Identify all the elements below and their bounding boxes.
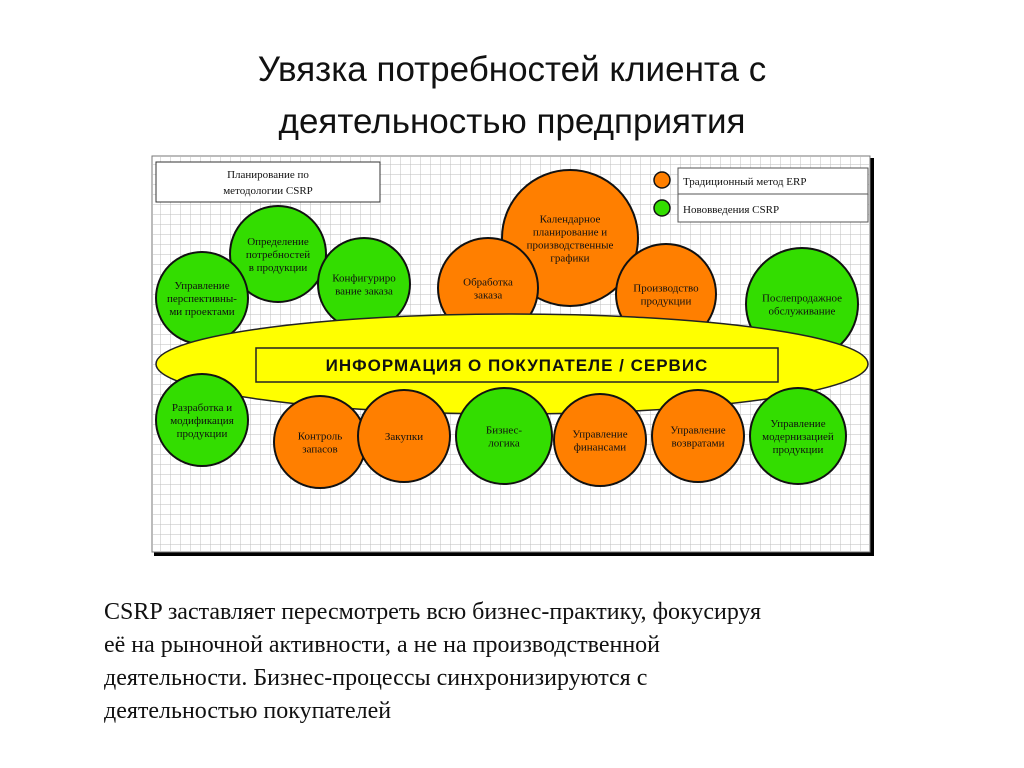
process-node-label: финансами: [574, 442, 627, 454]
process-node-label: Управление: [770, 418, 825, 430]
legend-label-traditional: Традиционный метод ERP: [683, 176, 806, 188]
header-box: Планирование по методологии CSRP: [155, 161, 381, 203]
process-node-label: возвратами: [672, 438, 725, 450]
process-node-label: Послепродажное: [762, 293, 842, 305]
caption-line: деятельности. Бизнес-процессы синхронизи…: [104, 665, 648, 691]
process-node-label: Производство: [633, 283, 699, 295]
process-node-label: графики: [550, 253, 589, 265]
process-node-label: модернизацией: [762, 431, 834, 443]
process-node-label: обслуживание: [769, 306, 836, 318]
process-node-label: ми проектами: [169, 306, 234, 318]
process-node-label: в продукции: [249, 262, 308, 274]
process-node-label: производственные: [527, 240, 614, 252]
slide-title: Увязка потребностей клиента с деятельнос…: [0, 44, 1024, 148]
process-node-label: Управление: [174, 280, 229, 292]
legend-label-new: Нововведения CSRP: [683, 204, 779, 216]
process-node-label: продукции: [773, 444, 824, 456]
process-node-label: Контроль: [298, 431, 342, 443]
process-node-label: продукции: [641, 296, 692, 308]
process-node-label: заказа: [474, 290, 503, 302]
process-node-circle: [553, 393, 647, 487]
process-node-label: Обработка: [463, 277, 513, 289]
process-node-label: модификация: [170, 415, 234, 427]
header-box-line: методологии CSRP: [223, 185, 313, 197]
slide-title-line: Увязка потребностей клиента с: [257, 50, 767, 89]
legend-swatch-new: [653, 199, 671, 217]
process-node-purchasing: Закупки: [357, 389, 451, 483]
customer-info-banner: ИНФОРМАЦИЯ О ПОКУПАТЕЛЕ / СЕРВИС: [155, 313, 869, 415]
process-node-label: вание заказа: [335, 286, 393, 298]
process-node-label: Календарное: [540, 214, 601, 226]
legend: Традиционный метод ERP Нововведения CSRP: [653, 167, 869, 223]
header-box-line: Планирование по: [227, 169, 309, 181]
slide-title-line: деятельностью предприятия: [278, 102, 746, 141]
process-node-label: потребностей: [246, 249, 310, 261]
process-node-circle: [455, 387, 553, 485]
banner-text: ИНФОРМАЦИЯ О ПОКУПАТЕЛЕ / СЕРВИС: [326, 356, 709, 375]
csrp-diagram: Планирование по методологии CSRP Традици…: [150, 154, 876, 558]
process-node-circle: [651, 389, 745, 483]
process-node-label: Управление: [572, 429, 627, 441]
process-node-circle: [155, 373, 249, 467]
legend-swatch-traditional: [653, 171, 671, 189]
process-node-circle: [229, 205, 327, 303]
process-node-label: Конфигуриро: [332, 273, 396, 285]
caption-line: её на рыночной активности, а не на произ…: [104, 632, 661, 658]
process-node-label: Закупки: [385, 431, 423, 443]
process-node-label: перспективны-: [167, 293, 237, 305]
process-node-label: планирование и: [533, 227, 607, 239]
process-node-label: логика: [488, 438, 520, 450]
caption-line: деятельностью покупателей: [104, 698, 392, 724]
caption-line: CSRP заставляет пересмотреть всю бизнес-…: [104, 599, 761, 625]
slide-caption: CSRP заставляет пересмотреть всю бизнес-…: [104, 596, 924, 728]
process-node-label: Бизнес-: [486, 425, 522, 437]
diagram-canvas: Планирование по методологии CSRP Традици…: [151, 155, 874, 556]
process-node-label: Разработка и: [172, 402, 232, 414]
process-node-label: Определение: [247, 236, 309, 248]
process-node-business-logic: Бизнес-логика: [455, 387, 553, 485]
process-node-circle: [357, 389, 451, 483]
process-node-label: Управление: [670, 425, 725, 437]
process-node-label: продукции: [177, 428, 228, 440]
process-node-label: запасов: [302, 444, 337, 456]
process-node-circle: [749, 387, 847, 485]
